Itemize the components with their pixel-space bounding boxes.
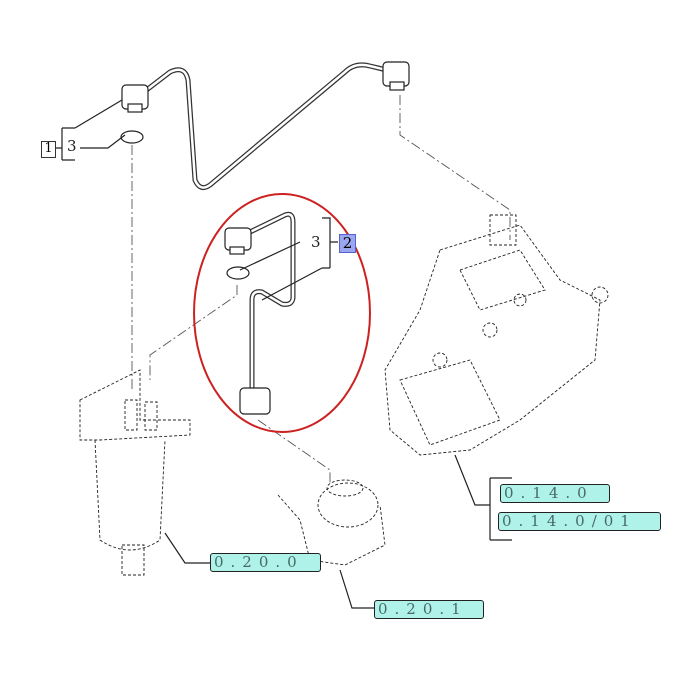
feed-pump bbox=[277, 479, 386, 566]
banjo-fitting-mid-bottom bbox=[239, 387, 271, 415]
callout-item-1[interactable]: 1 bbox=[41, 141, 56, 158]
banjo-fitting-left bbox=[121, 84, 149, 113]
ref-link-0-14-0[interactable]: 0.14.0 bbox=[500, 484, 610, 503]
ref-link-0-20-1[interactable]: 0.20.1 bbox=[374, 600, 484, 619]
washer-top bbox=[120, 130, 144, 144]
highlight-ellipse bbox=[193, 193, 371, 433]
injection-pump bbox=[384, 214, 609, 456]
top-fuel-pipe bbox=[138, 62, 396, 191]
ref-link-0-20-0[interactable]: 0.20.0 bbox=[210, 553, 321, 572]
fuel-filter bbox=[79, 369, 191, 576]
middle-fuel-pipe bbox=[248, 211, 296, 388]
callout-item-3-top[interactable]: 3 bbox=[67, 137, 77, 155]
banjo-fitting-mid-top bbox=[224, 227, 252, 255]
banjo-fitting-right bbox=[382, 61, 410, 91]
washer-mid bbox=[226, 266, 250, 280]
callout-item-2-selected[interactable]: 2 bbox=[339, 234, 356, 253]
callout-item-3-mid[interactable]: 3 bbox=[311, 233, 321, 251]
ref-link-0-14-0-01[interactable]: 0.14.0/01 bbox=[498, 512, 661, 531]
